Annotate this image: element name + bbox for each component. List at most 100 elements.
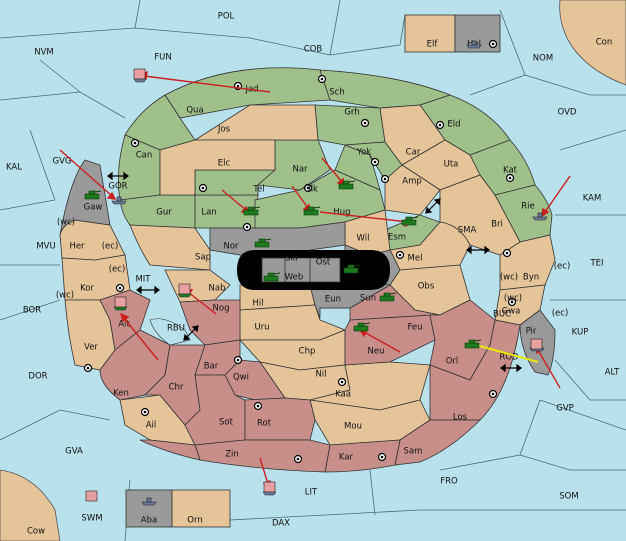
label-olk: Olk [304,185,318,195]
label-zin: Zin [225,450,239,460]
sea-label-pol[interactable]: POL [218,12,235,22]
land-zin[interactable] [194,439,331,473]
dislodged-unit-icon[interactable] [85,490,98,502]
land-rie[interactable] [494,184,553,243]
sea-label-sma[interactable]: SMA [458,226,477,236]
label-uru: Uru [254,323,269,333]
label-wil: Wil [357,234,370,244]
label-gaw: Gaw [84,203,103,213]
army-unit-icon[interactable] [254,238,272,248]
land-elf[interactable] [404,14,456,53]
army-unit-icon[interactable] [338,180,356,190]
sea-label-kam[interactable]: KAM [583,194,602,204]
label-elc: Elc [218,159,231,169]
sea-label-rbu[interactable]: RBU [167,324,185,334]
dislodged-units [85,68,543,502]
land-nor[interactable] [209,221,346,263]
label-feu: Feu [407,323,422,333]
sea-label-mit[interactable]: MIT [135,275,151,285]
dislodged-unit-icon[interactable] [262,481,277,496]
supply-centre [377,452,387,462]
label-nab: Nab [209,284,226,294]
land-mel[interactable] [389,221,471,271]
army-unit-icon[interactable] [343,264,361,274]
army-unit-icon[interactable] [401,216,419,226]
land-kar[interactable] [324,439,401,473]
land-con[interactable] [559,0,626,86]
sea-label-tei[interactable]: TEI [589,259,603,269]
land-sam[interactable] [394,419,481,466]
land-los[interactable] [429,319,521,421]
supply-centre [130,138,140,148]
coast-label[interactable]: (ec) [109,265,126,275]
dislodged-unit-icon[interactable] [530,338,543,350]
fleet-unit-icon[interactable] [466,40,482,49]
label-grh: Grh [344,108,359,118]
land-elc[interactable] [159,139,276,196]
label-mou: Mou [344,422,362,432]
fleet-unit-icon[interactable] [141,497,157,506]
coast-labels: (wc) (ec) (ec) (wc) (wc) (ec) (wc) (ec) [56,218,570,319]
sea-label-nom[interactable]: NOM [533,54,553,64]
sea-label-nvm[interactable]: NVM [34,48,54,58]
sea-label-fro[interactable]: FRO [440,477,458,487]
coast-label[interactable]: (ec) [554,262,571,272]
coast-label[interactable]: (wc) [57,218,75,228]
sea-label-som[interactable]: SOM [559,492,578,502]
dislodged-unit-icon[interactable] [133,68,147,83]
label-yok: Yok [356,148,371,158]
red-territories [99,284,521,473]
label-qwi: Qwi [233,373,249,383]
sea-label-cow[interactable]: Cow [27,527,45,537]
label-gwa: Gwa [502,307,521,317]
fleet-unit-icon[interactable] [111,196,127,205]
sea-label-gvp[interactable]: GVP [556,404,574,414]
sea-label-gor[interactable]: GOR [108,182,127,192]
army-unit-icon[interactable] [464,339,482,349]
connectors [107,171,522,373]
sea-label-mvu[interactable]: MVU [36,242,55,252]
coast-label[interactable]: (wc) [56,291,74,301]
sea-label-swm[interactable]: SWM [81,514,102,524]
sea-label-fun[interactable]: FUN [154,53,171,63]
label-orl: Orl [446,357,459,367]
sea-label-cob[interactable]: COB [304,45,323,55]
sea-label-lit[interactable]: LIT [305,488,318,498]
sea-label-gva[interactable]: GVA [65,447,83,457]
army-unit-icon[interactable] [303,206,321,216]
sea-label-bor[interactable]: BOR [23,306,41,316]
coast-label[interactable]: (wc) [500,273,518,283]
army-unit-icon[interactable] [84,190,102,200]
sea-label-ovd[interactable]: OVD [558,108,577,118]
fleet-unit-icon[interactable] [532,212,548,221]
connector-arrow-icon [500,363,522,373]
sea-label-con[interactable]: Con [596,38,613,48]
land-ail-south[interactable] [139,439,201,461]
land-orn[interactable] [171,489,231,528]
label-chr: Chr [169,383,184,393]
land-cow[interactable] [0,469,61,541]
sea-label-kal[interactable]: KAL [6,163,22,173]
army-unit-icon[interactable] [379,292,397,302]
sea-label-dor[interactable]: DOR [28,372,47,382]
land-aba[interactable] [125,489,173,528]
sea-label-rod[interactable]: ROD [499,353,519,363]
army-unit-icon[interactable] [353,322,371,332]
sea-label-alt[interactable]: ALT [605,368,620,378]
coast-label[interactable]: (ec) [102,242,119,252]
dislodged-unit-icon[interactable] [177,283,192,298]
dislodged-unit-icon[interactable] [113,296,128,311]
sea-label-dax[interactable]: DAX [272,519,290,529]
land-web[interactable] [261,257,341,283]
army-unit-icon[interactable] [243,206,261,216]
army-unit-icon[interactable] [263,272,281,282]
coast-label[interactable]: (ec) [552,309,569,319]
label-rie: Rie [521,202,535,212]
sea-label-buc[interactable]: BUC [493,310,511,320]
label-sot: Sot [219,418,234,428]
sea-label-gvg[interactable]: GVG [53,157,72,167]
land-sap[interactable] [129,224,211,271]
coast-label[interactable]: (wc) [504,294,522,304]
label-los: Los [453,413,468,423]
sea-label-kup[interactable]: KUP [572,328,589,338]
